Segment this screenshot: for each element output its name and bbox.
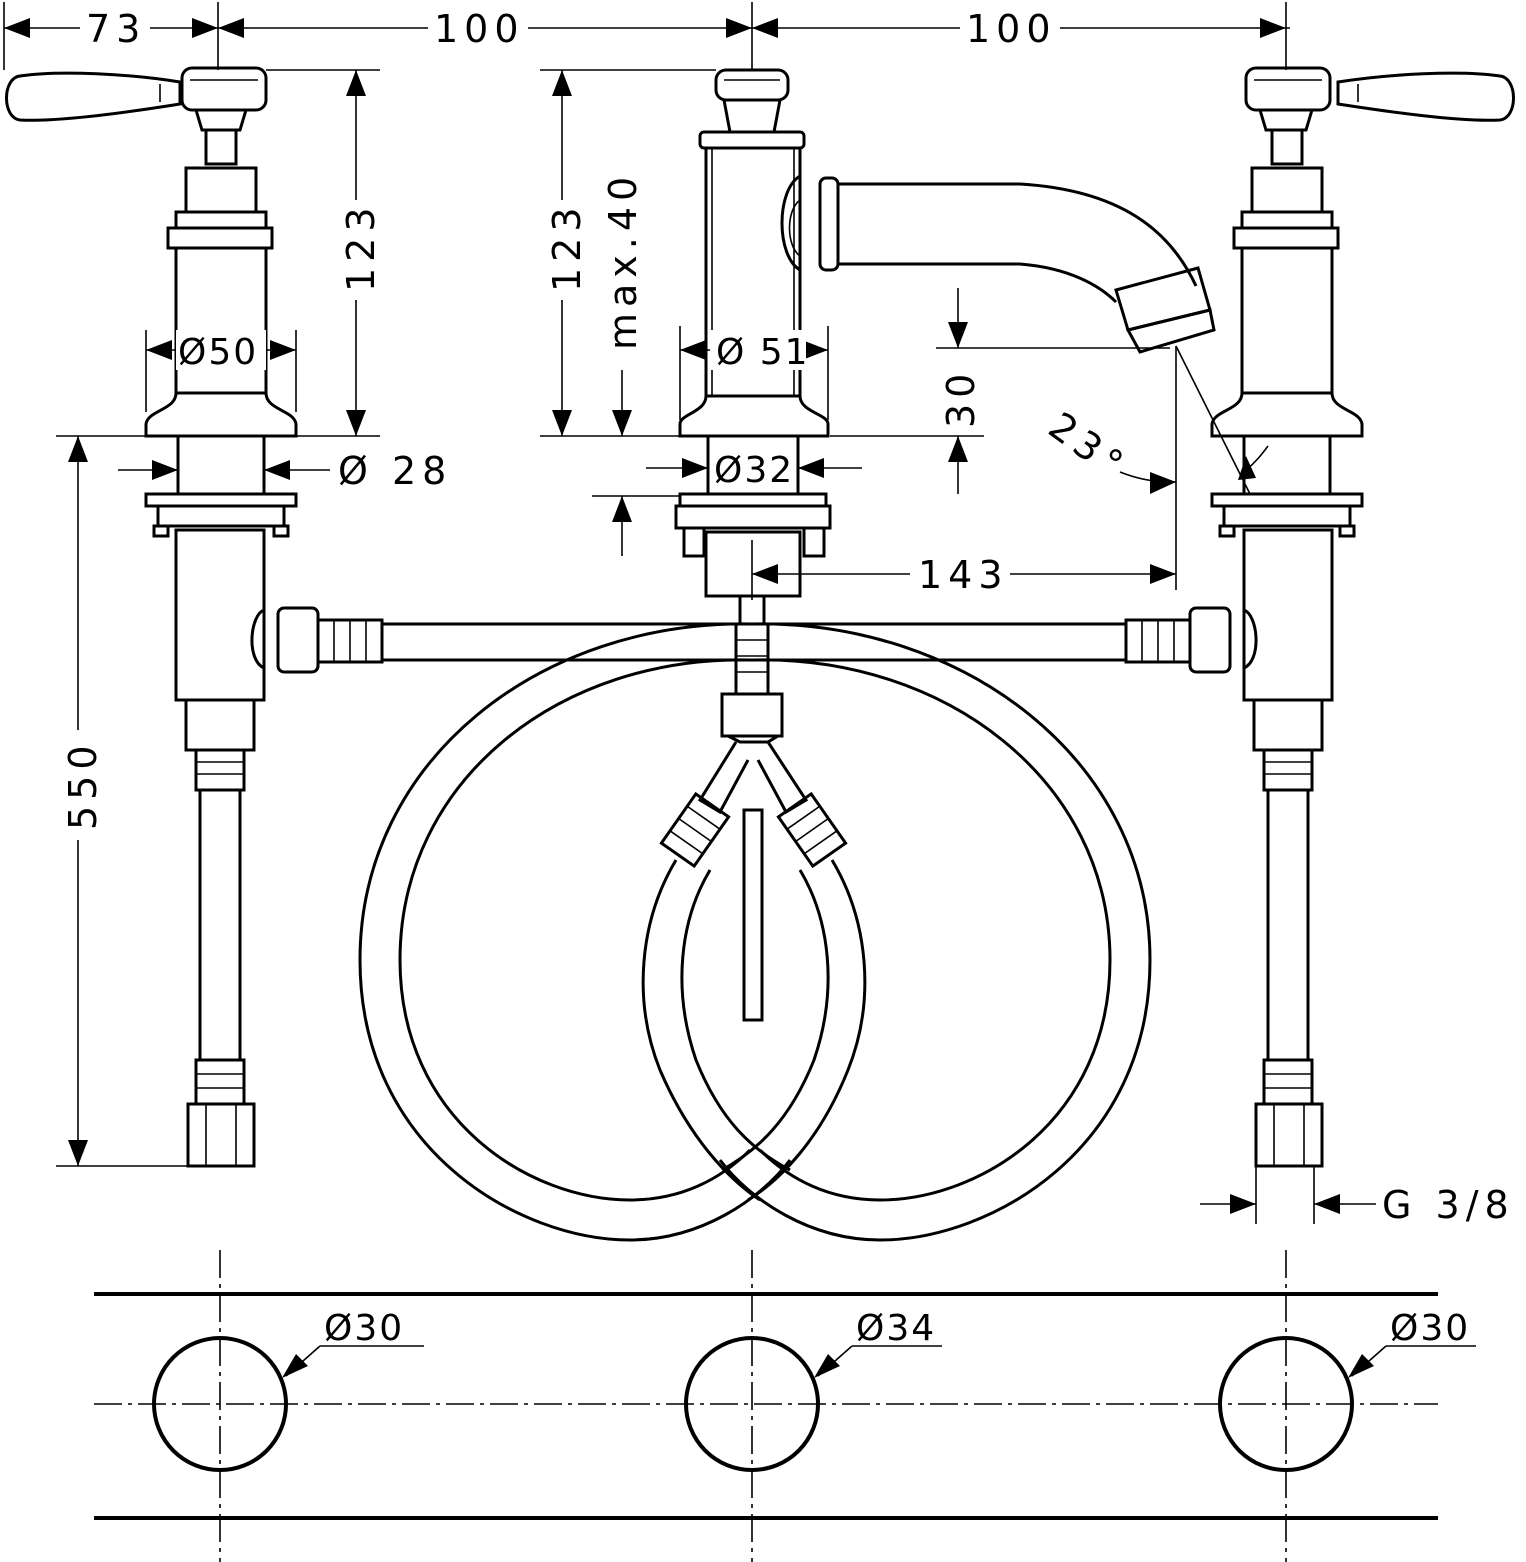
- hole-pattern: Ø30 Ø34 Ø30: [94, 1250, 1476, 1562]
- dim-mid-shank-label: Ø32: [714, 450, 794, 491]
- dim-spout-drop: 30: [830, 288, 1170, 494]
- dim-angle: 23°: [1041, 345, 1269, 590]
- dim-mid-123-label: 123: [545, 201, 589, 292]
- dim-73-label: 73: [86, 7, 146, 51]
- dim-reach-label: 143: [918, 553, 1009, 597]
- left-hole-label: Ø30: [324, 1308, 404, 1349]
- center-spout: [659, 68, 1216, 1022]
- dim-spout-diameter: Ø 51: [679, 326, 829, 420]
- dim-angle-label: 23°: [1041, 404, 1136, 490]
- right-hole-label: Ø30: [1390, 1308, 1470, 1349]
- dim-left-shank: Ø 28: [118, 449, 452, 493]
- dim-max-40-label: max.40: [601, 171, 645, 350]
- left-hole: [152, 1336, 288, 1472]
- dim-left-diameter-label: Ø50: [178, 332, 258, 373]
- dim-100-left-label: 100: [434, 7, 525, 51]
- dim-550-label: 550: [61, 739, 105, 830]
- dim-mid-shank: Ø32: [646, 448, 862, 491]
- dim-100-right-label: 100: [966, 7, 1057, 51]
- dim-connector-label: G 3/8: [1382, 1183, 1515, 1227]
- dim-reach: 143: [751, 540, 1176, 600]
- right-hole: [1218, 1336, 1354, 1472]
- hose-loops: [358, 622, 1152, 1242]
- dim-left-height: 123: [266, 69, 383, 437]
- center-hole-label: Ø34: [856, 1308, 936, 1349]
- dim-left-diameter: Ø50: [145, 330, 297, 412]
- dim-max-thickness: max.40: [592, 171, 680, 556]
- center-hole: [684, 1336, 820, 1472]
- dim-left-123-label: 123: [339, 201, 383, 292]
- dim-connector: G 3/8: [1200, 1166, 1515, 1227]
- top-dimension-chain: 73 100 100: [3, 2, 1290, 70]
- dim-spout-drop-label: 30: [939, 368, 983, 428]
- left-handle-valve: [5, 66, 384, 1168]
- dim-left-shank-label: Ø 28: [338, 449, 452, 493]
- right-handle-valve: [1124, 66, 1515, 1168]
- dim-hose-length: 550: [56, 435, 190, 1167]
- dim-spout-diameter-label: Ø 51: [716, 332, 810, 373]
- dim-mid-height: 123: [540, 69, 716, 437]
- connecting-pipes: [382, 622, 1126, 662]
